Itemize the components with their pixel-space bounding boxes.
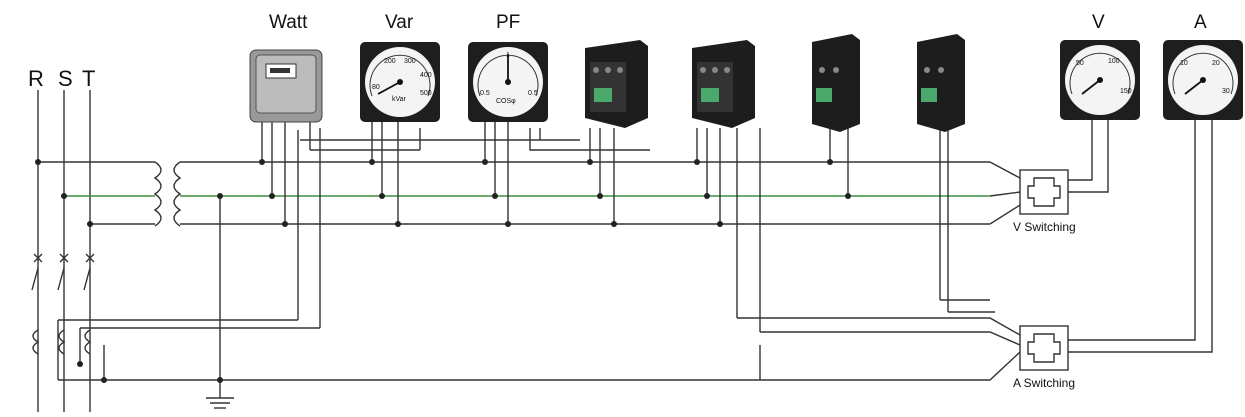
watt-meter (249, 49, 323, 123)
phase-label-s: S (58, 66, 73, 91)
voltage-buses (180, 161, 1021, 225)
junction-dots (35, 159, 851, 383)
var-tick-5: 500 (420, 90, 432, 97)
potential-transformer (38, 161, 182, 227)
var-label: Var (385, 12, 414, 33)
voltmeter-tick-2: 100 (1108, 58, 1120, 65)
ammeter (1163, 40, 1243, 120)
v-switching-label: V Switching (1013, 220, 1076, 234)
voltmeter-tick-1: 50 (1076, 60, 1084, 67)
ammeter-label: A (1194, 12, 1207, 33)
current-transformers (32, 128, 760, 409)
phase-label-t: T (82, 66, 96, 91)
transducer-4 (917, 34, 965, 132)
var-tick-3: 300 (404, 58, 416, 65)
pf-meter (468, 42, 548, 122)
transducer-1 (585, 40, 648, 128)
pf-dial-unit: COSφ (496, 98, 516, 105)
transducer-3 (812, 34, 860, 132)
pf-tick-3: 0.5 (528, 90, 538, 97)
watt-label: Watt (269, 12, 308, 33)
instrument-drops (261, 118, 1213, 381)
pf-tick-1: 0.5 (480, 90, 490, 97)
var-tick-2: 200 (384, 58, 396, 65)
phase-buses (31, 90, 95, 412)
var-tick-1: 80 (372, 84, 380, 91)
transducer-2 (692, 40, 755, 128)
voltmeter-tick-3: 150 (1120, 88, 1132, 95)
voltmeter (1060, 40, 1140, 120)
v-switch-symbol (1019, 169, 1069, 215)
var-dial-unit: kVar (392, 96, 406, 103)
a-switch-symbol (1019, 325, 1069, 371)
pf-tick-2: 1 (506, 52, 510, 59)
phase-label-r: R (28, 66, 44, 91)
ammeter-tick-1: 10 (1180, 60, 1188, 67)
a-switching-label: A Switching (1013, 376, 1076, 390)
pf-label: PF (496, 12, 521, 33)
var-meter (360, 42, 440, 122)
ammeter-tick-2: 20 (1212, 60, 1220, 67)
voltmeter-label: V (1092, 12, 1105, 33)
ammeter-tick-3: 30 (1222, 88, 1230, 95)
var-tick-4: 400 (420, 72, 432, 79)
